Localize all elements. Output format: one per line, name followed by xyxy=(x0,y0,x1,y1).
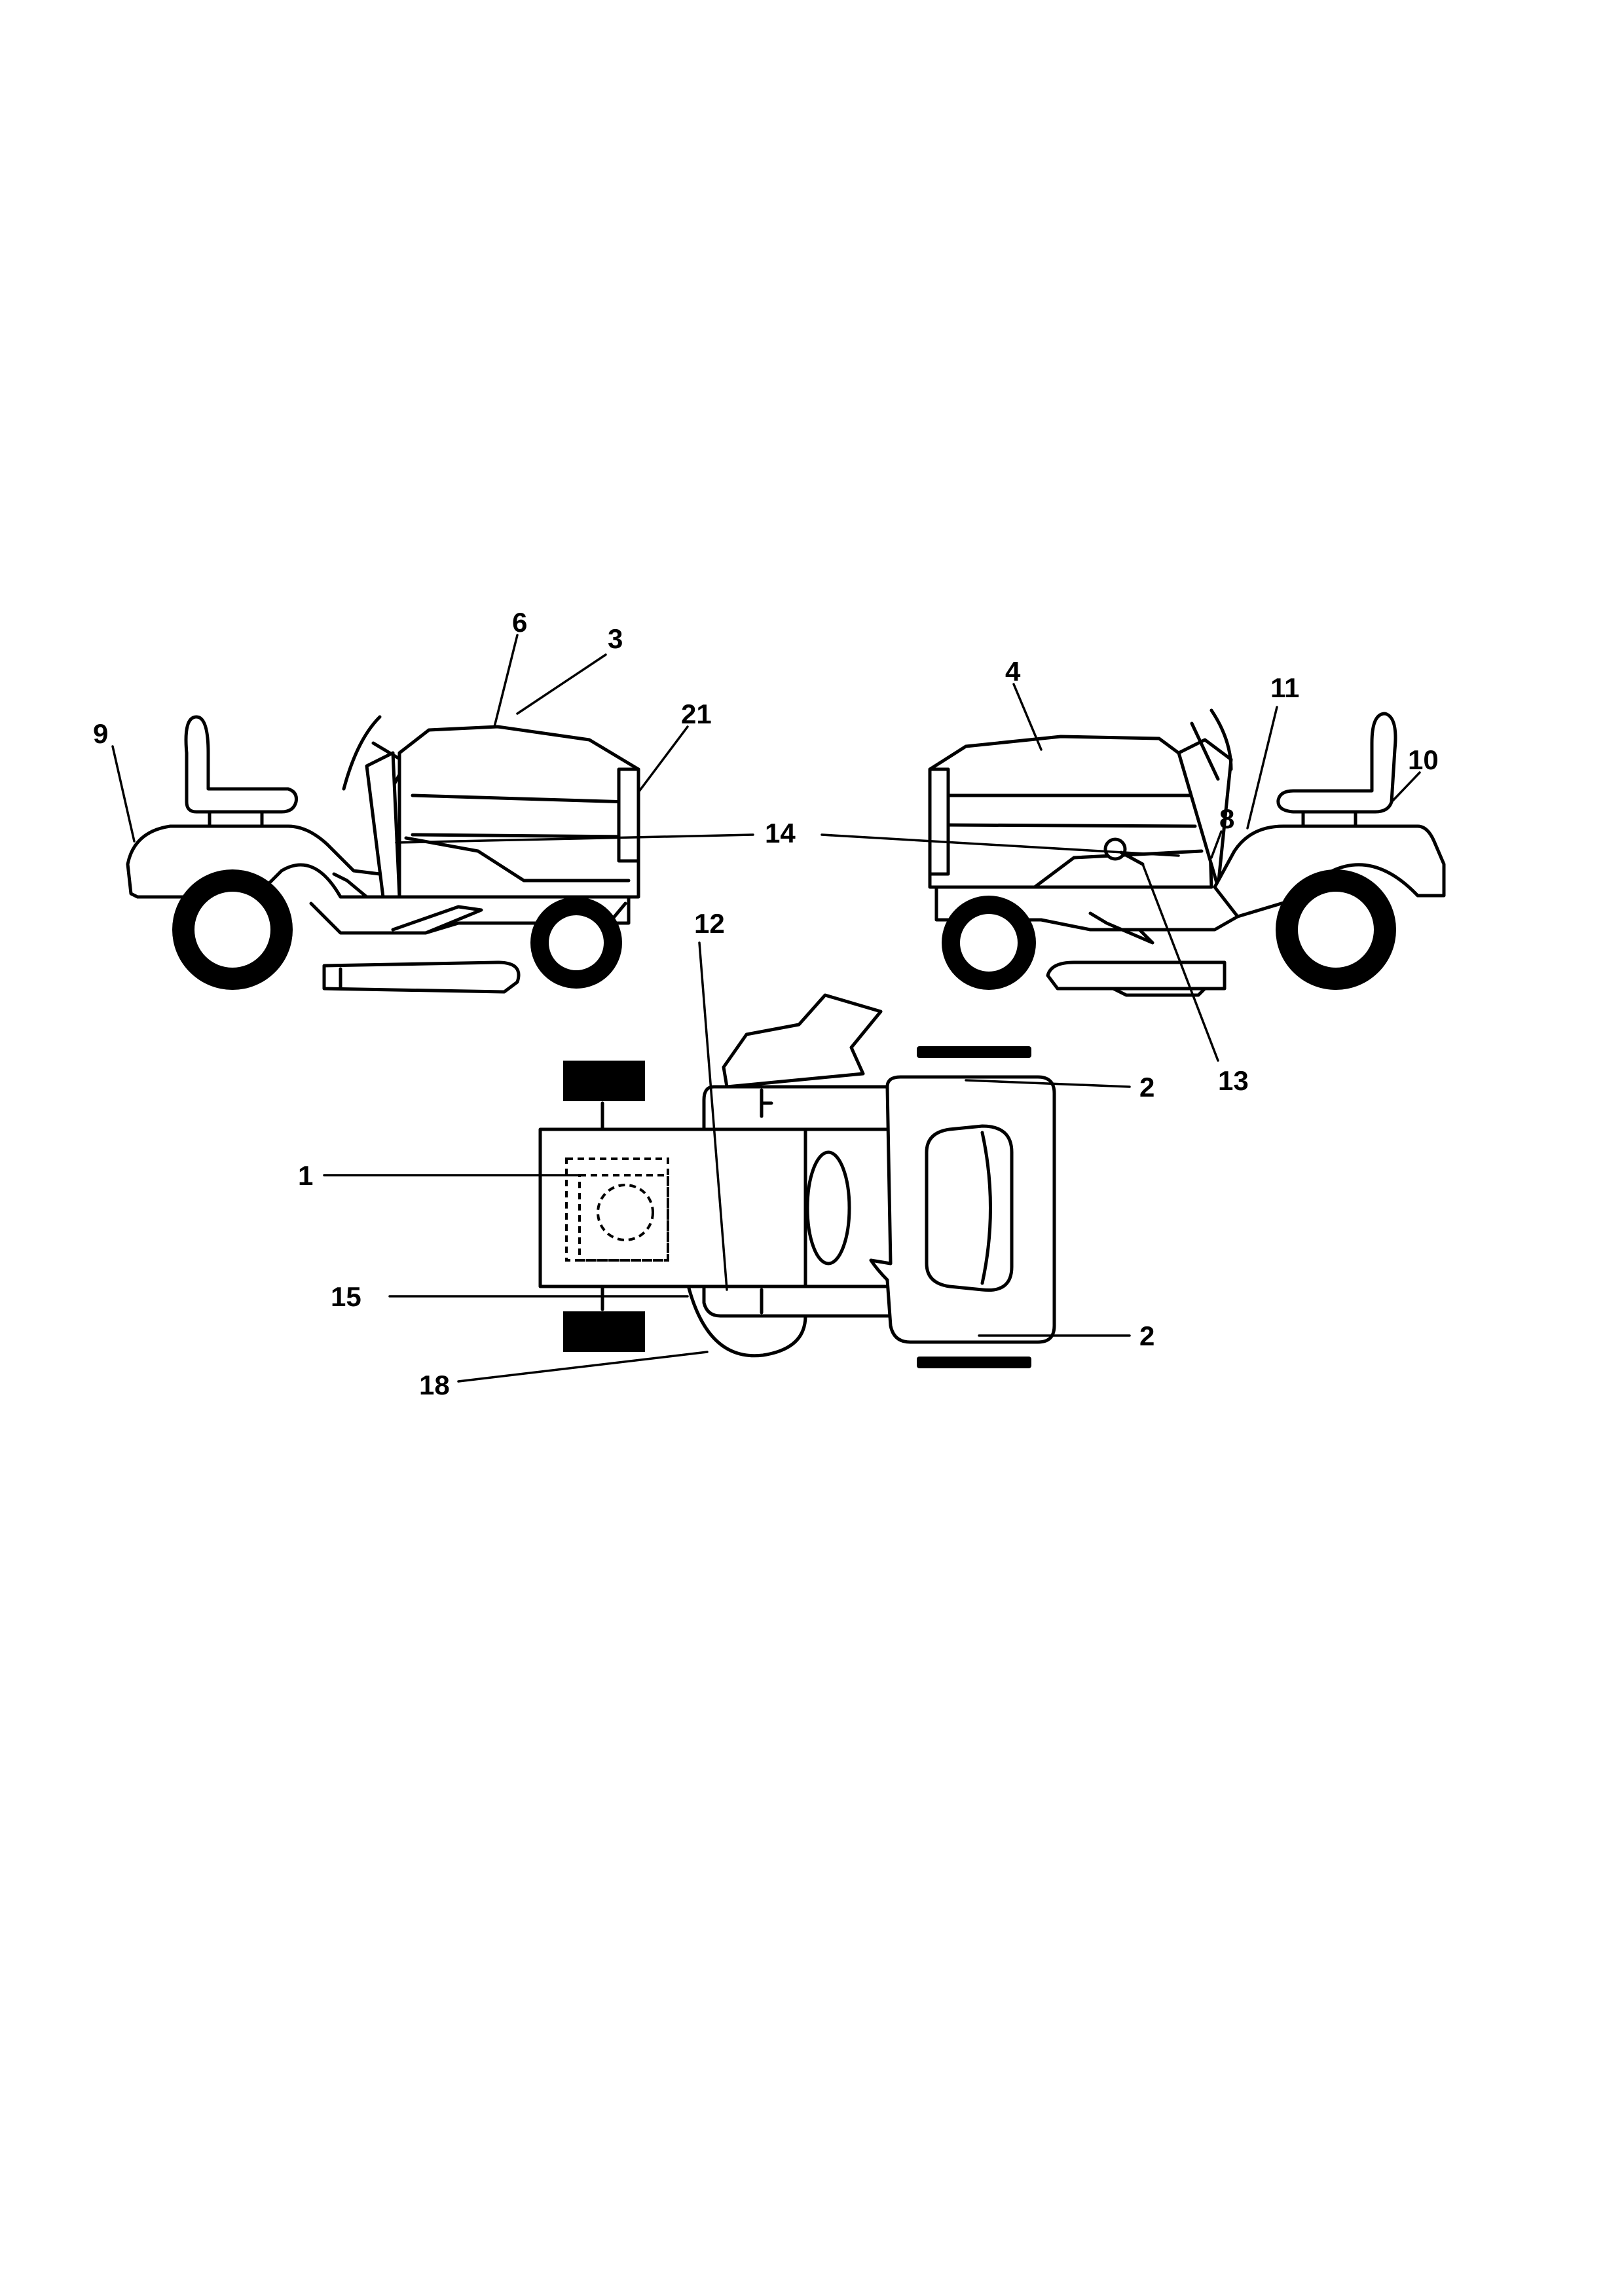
callout-4: 4 xyxy=(1005,656,1021,687)
callout-14: 14 xyxy=(765,818,796,848)
tractor-top-view xyxy=(538,993,1056,1368)
callout-labels: 6 3 21 9 14 4 11 10 8 13 12 2 2 1 15 18 xyxy=(93,607,1439,1400)
callout-11: 11 xyxy=(1270,672,1299,703)
callout-8: 8 xyxy=(1219,803,1234,834)
callout-15: 15 xyxy=(331,1281,361,1312)
tractor-right-side-view xyxy=(928,708,1446,997)
callout-18: 18 xyxy=(419,1370,450,1400)
callout-12: 12 xyxy=(694,908,725,939)
callout-2-top: 2 xyxy=(1139,1072,1154,1102)
callout-21: 21 xyxy=(681,699,712,729)
callout-3: 3 xyxy=(608,623,623,654)
callout-2-bottom: 2 xyxy=(1139,1321,1154,1351)
leader-lines xyxy=(111,634,1421,1383)
callout-10: 10 xyxy=(1408,744,1439,775)
tractor-left-side-view xyxy=(126,715,640,994)
callout-13: 13 xyxy=(1218,1065,1249,1096)
callout-6: 6 xyxy=(512,607,527,638)
callout-1: 1 xyxy=(298,1160,313,1191)
callout-9: 9 xyxy=(93,718,108,749)
